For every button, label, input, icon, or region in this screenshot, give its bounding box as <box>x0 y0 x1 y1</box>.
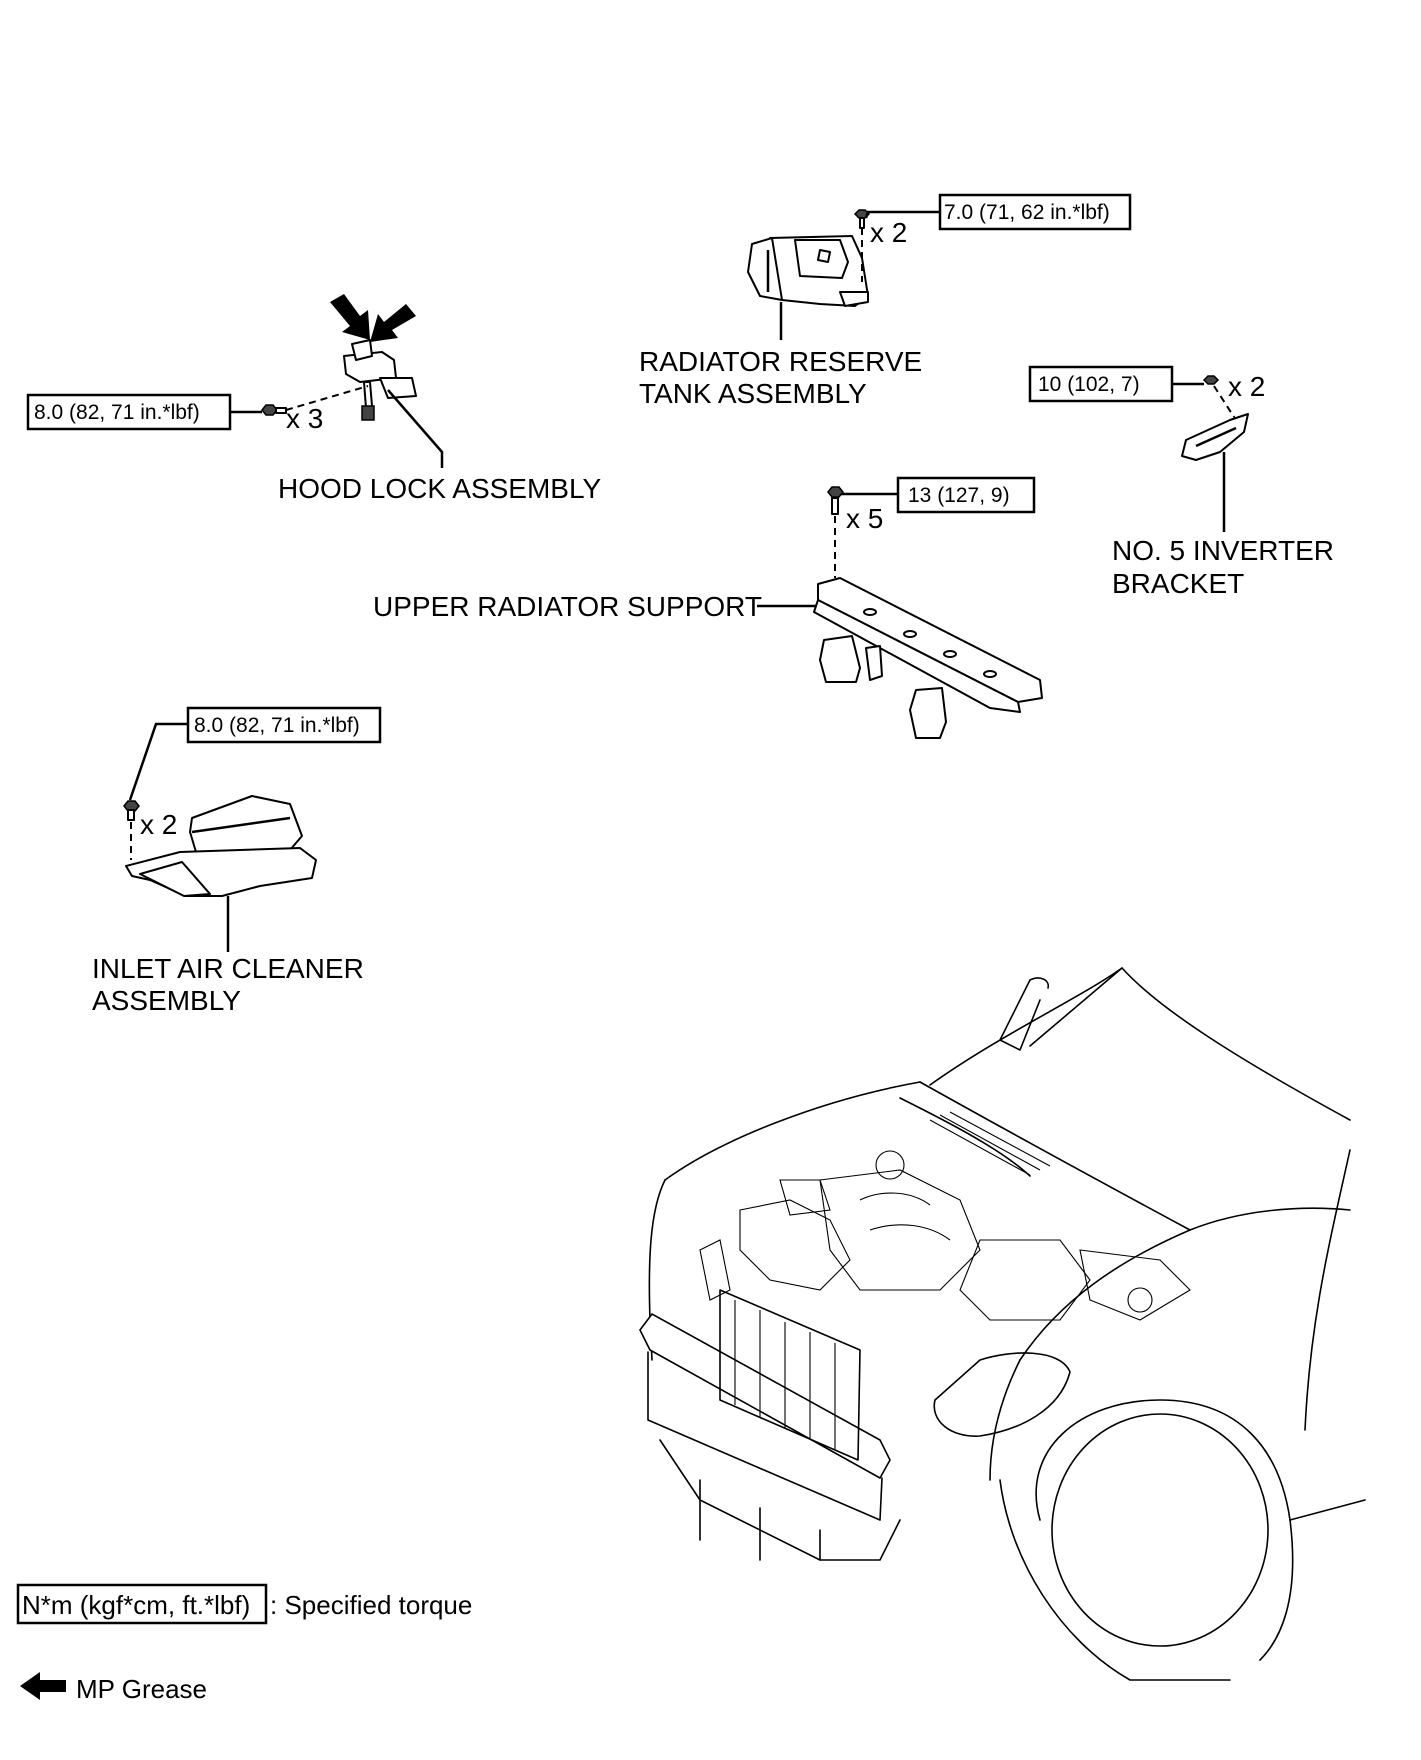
support-label: UPPER RADIATOR SUPPORT <box>373 591 762 622</box>
legend: N*m (kgf*cm, ft.*lbf) : Specified torque… <box>16 1583 472 1704</box>
inverter-bracket-illustration <box>1181 413 1249 461</box>
hood-lock-bolt-qty: x 3 <box>286 403 323 434</box>
tank-bolt-qty: x 2 <box>870 217 907 248</box>
bracket-torque-spec: 10 (102, 7) <box>1038 373 1140 396</box>
radiator-reserve-tank-group: 7.0 (71, 62 in.*lbf) x 2 RADIATOR RESERV… <box>639 193 1132 409</box>
grease-arrow-icon <box>330 294 416 342</box>
radiator-reserve-tank-illustration <box>747 235 869 307</box>
hood-lock-torque-spec: 8.0 (82, 71 in.*lbf) <box>34 401 200 424</box>
air-cleaner-bolt-qty: x 2 <box>140 809 177 840</box>
inlet-air-cleaner-group: 8.0 (82, 71 in.*lbf) x 2 INLET AIR CLEAN… <box>92 706 382 1016</box>
support-bolt-qty: x 5 <box>846 503 883 534</box>
legend-torque-text: : Specified torque <box>270 1590 472 1620</box>
grease-arrow-icon <box>20 1672 66 1700</box>
bolt-icon <box>827 486 844 515</box>
bolt-icon <box>261 404 287 416</box>
air-cleaner-label-line1: INLET AIR CLEANER <box>92 953 364 984</box>
air-cleaner-label-line2: ASSEMBLY <box>92 985 241 1016</box>
legend-torque-unit: N*m (kgf*cm, ft.*lbf) <box>22 1590 250 1620</box>
hood-lock-label: HOOD LOCK ASSEMBLY <box>278 473 601 504</box>
support-torque-spec: 13 (127, 9) <box>908 484 1010 507</box>
tank-torque-spec: 7.0 (71, 62 in.*lbf) <box>944 201 1110 224</box>
hood-lock-group: 8.0 (82, 71 in.*lbf) x 3 HOOD LOCK ASSEM… <box>26 294 601 504</box>
vehicle-front-illustration <box>639 967 1366 1681</box>
hood-lock-illustration <box>343 339 417 421</box>
upper-radiator-support-group: 13 (127, 9) x 5 UPPER RADIATOR SUPPORT <box>373 476 1043 739</box>
bolt-icon <box>1202 375 1220 385</box>
inlet-air-cleaner-illustration <box>125 795 317 897</box>
air-cleaner-torque-spec: 8.0 (82, 71 in.*lbf) <box>194 714 360 737</box>
tank-label-line1: RADIATOR RESERVE <box>639 346 922 377</box>
bolt-icon <box>123 800 140 821</box>
inverter-bracket-group: 10 (102, 7) x 2 NO. 5 INVERTER BRACKET <box>1028 365 1334 599</box>
bracket-bolt-qty: x 2 <box>1228 371 1265 402</box>
legend-grease-text: MP Grease <box>76 1674 207 1704</box>
bracket-label-line1: NO. 5 INVERTER <box>1112 535 1334 566</box>
tank-label-line2: TANK ASSEMBLY <box>639 378 867 409</box>
bracket-label-line2: BRACKET <box>1112 568 1244 599</box>
upper-radiator-support-illustration <box>813 577 1043 739</box>
